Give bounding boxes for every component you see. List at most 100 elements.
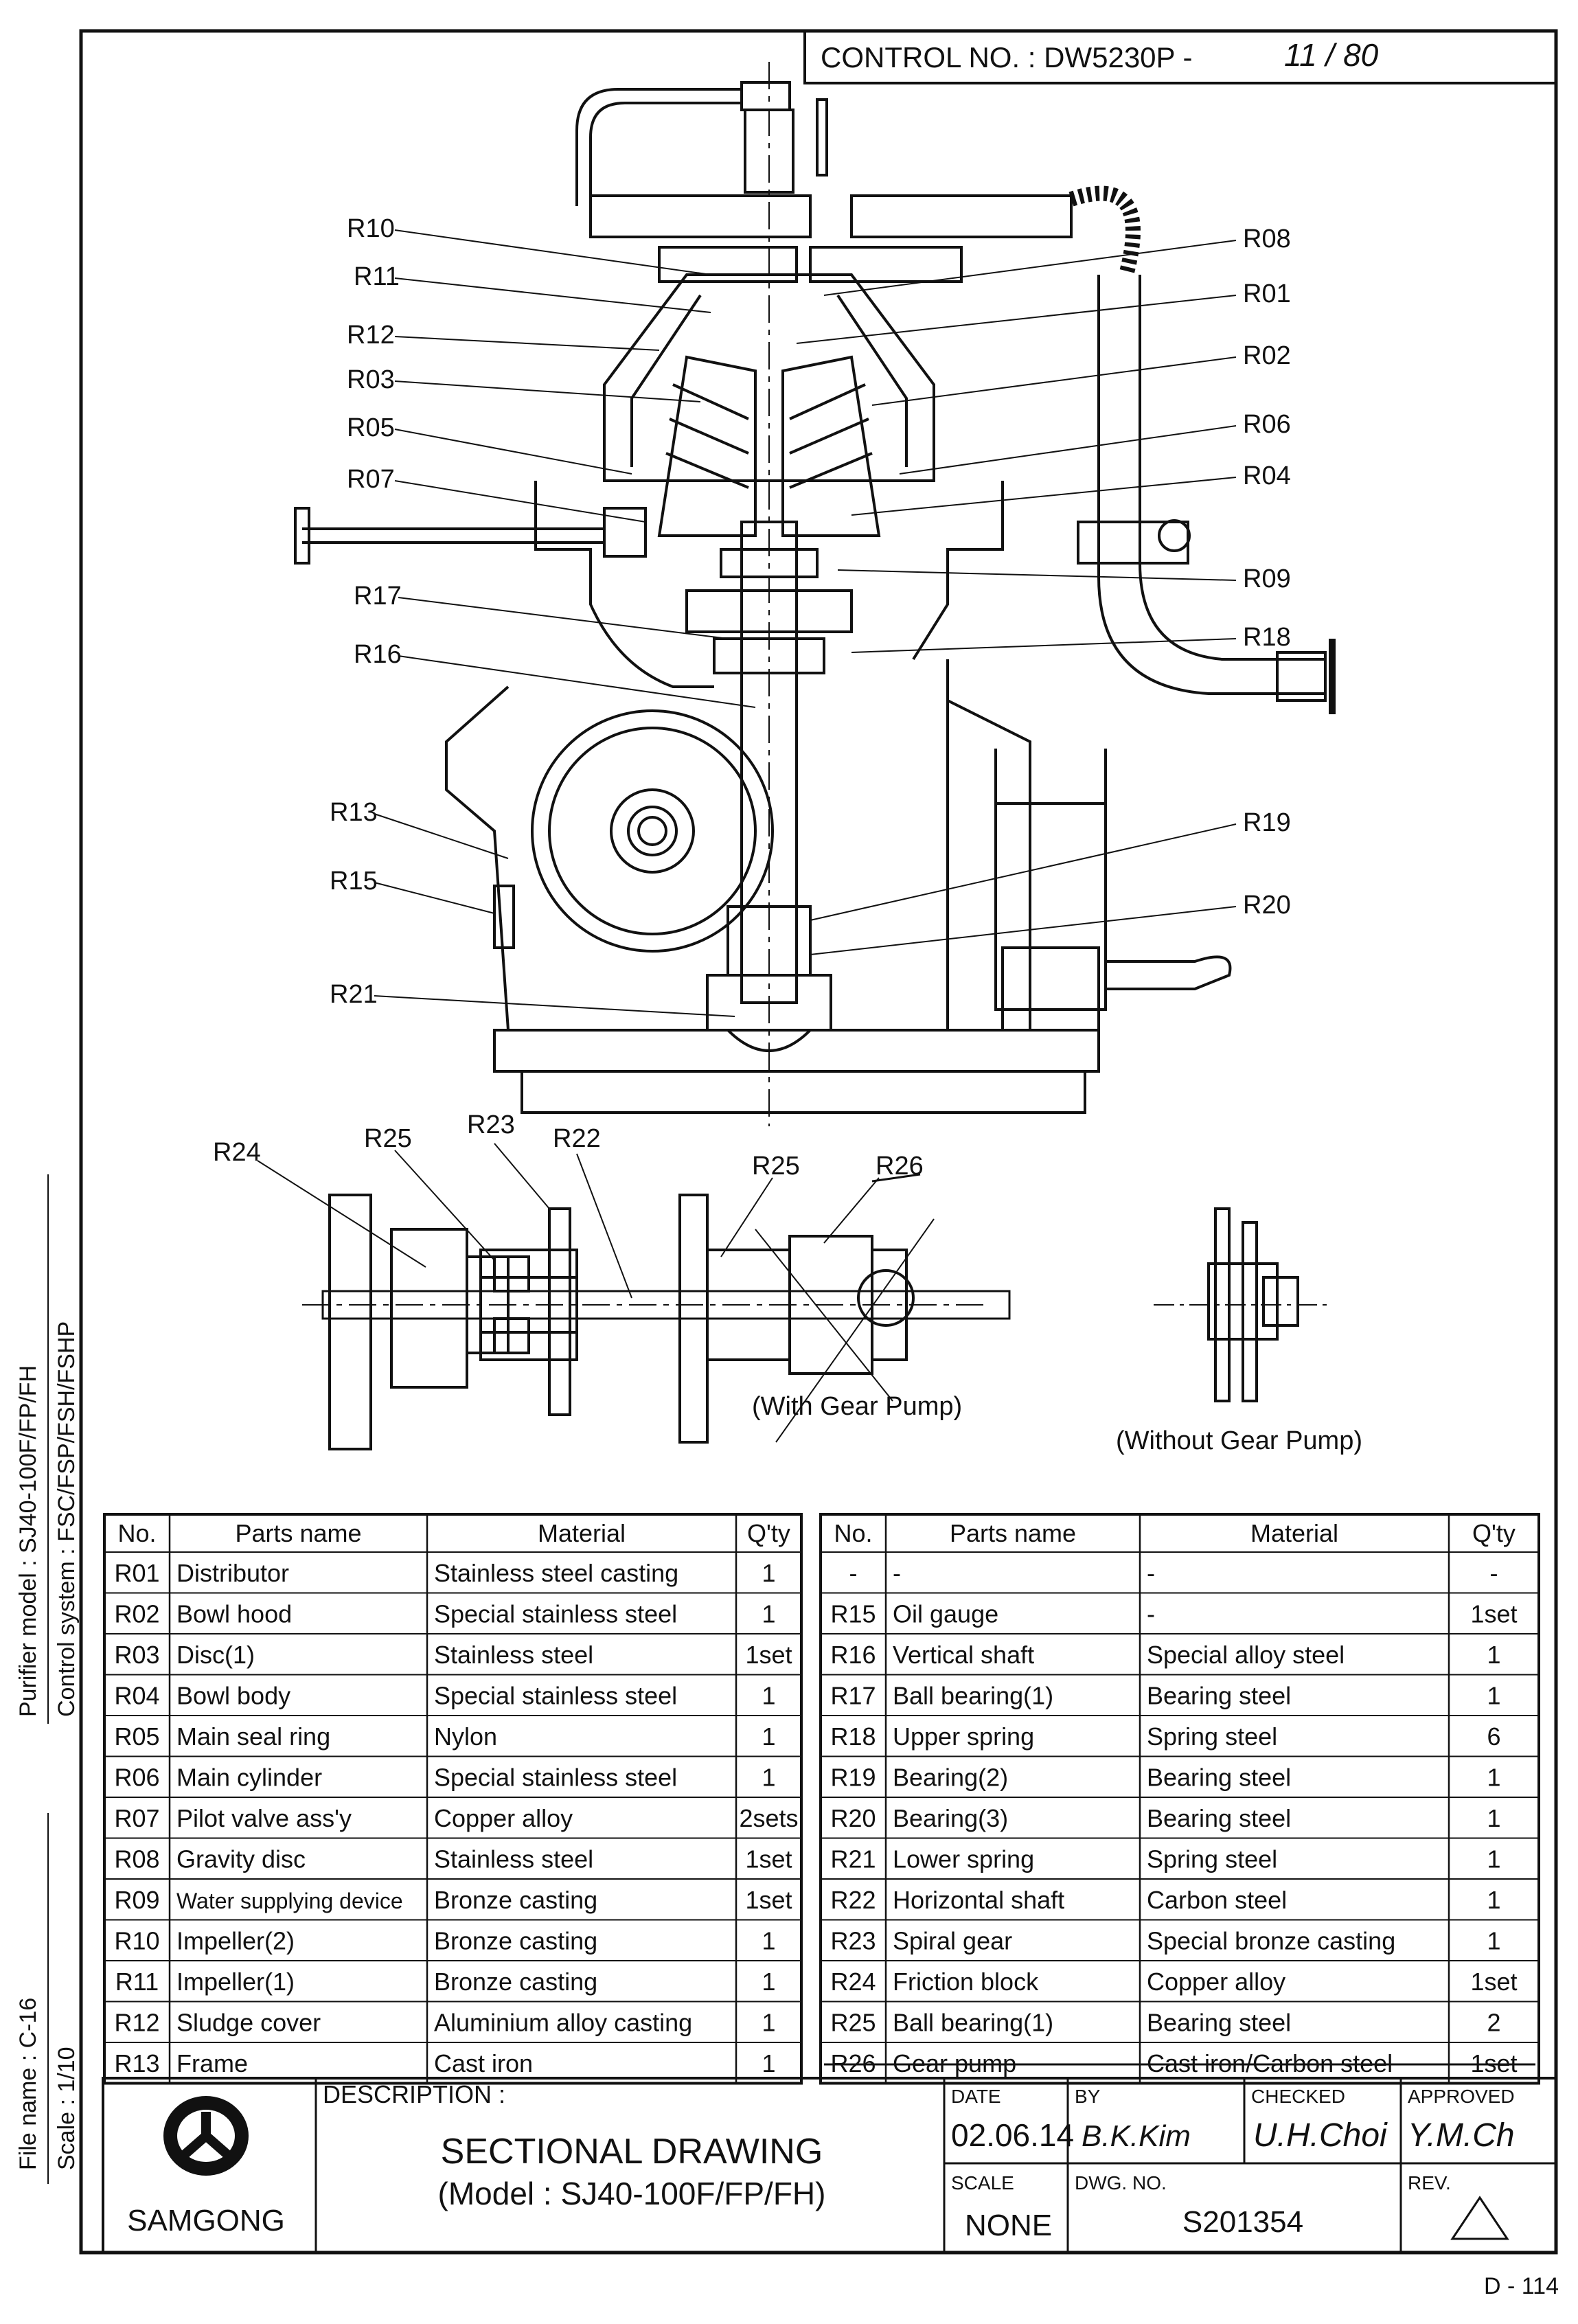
- callout-R06: R06: [1243, 410, 1291, 439]
- callout-R26: R26: [876, 1152, 924, 1181]
- description-label: DESCRIPTION :: [323, 2080, 505, 2108]
- callout-R09: R09: [1243, 565, 1291, 593]
- samgong-logo: SAMGONG: [127, 2096, 285, 2237]
- callout-R12: R12: [347, 321, 395, 350]
- horizontal-shaft-labels: R24 R25 R23 R22 R25 R26 (With Gear Pump): [213, 1110, 962, 1421]
- table-cell: Water supplying device: [176, 1889, 403, 1913]
- scale-text: Scale : 1/10: [54, 2047, 80, 2170]
- table-cell: 2sets: [739, 1804, 798, 1832]
- table-cell: 1: [762, 2049, 775, 2077]
- title-block: SAMGONG DESCRIPTION : SECTIONAL DRAWING …: [102, 2077, 1557, 2254]
- callout-R18: R18: [1243, 623, 1291, 652]
- checked-label: CHECKED: [1251, 2086, 1345, 2107]
- table-cell: 1: [1487, 1886, 1500, 1914]
- table-header-right-2: Material: [1250, 1519, 1338, 1547]
- table-cell: 1: [1487, 1641, 1500, 1669]
- table-cell: R10: [114, 1927, 159, 1955]
- table-cell: Impeller(2): [176, 1927, 295, 1955]
- table-header-left-2: Material: [538, 1519, 626, 1547]
- table-cell: 1: [1487, 1764, 1500, 1792]
- table-cell: R08: [114, 1845, 159, 1873]
- caption-without-gear-pump: (Without Gear Pump): [1116, 1426, 1362, 1455]
- callout-R05: R05: [347, 413, 395, 442]
- table-header-right-1: Parts name: [950, 1519, 1076, 1547]
- callout-R21: R21: [330, 980, 378, 1009]
- table-cell: Stainless steel: [434, 1845, 593, 1873]
- horizontal-shaft-view: [302, 1194, 1011, 1450]
- table-cell: Bearing steel: [1147, 1764, 1291, 1792]
- scale-value: NONE: [965, 2209, 1052, 2242]
- table-cell: R18: [830, 1722, 876, 1751]
- control-system-text: Control system : FSC/FSP/FSH/FSHP: [54, 1321, 80, 1717]
- margin-text: Purifier model : SJ40-100F/FP/FH Control…: [15, 1174, 80, 2184]
- table-cell: Spring steel: [1147, 1722, 1277, 1751]
- callout-R03: R03: [347, 365, 395, 394]
- table-cell: 1: [762, 1927, 775, 1955]
- caption-with-gear-pump: (With Gear Pump): [752, 1392, 962, 1421]
- horizontal-shaft-leaders: [257, 1143, 935, 1443]
- callout-R25-left: R25: [364, 1124, 412, 1153]
- table-cell: R02: [114, 1600, 159, 1628]
- table-cell: 6: [1487, 1722, 1500, 1751]
- callout-R13: R13: [330, 798, 378, 827]
- table-cell: Special bronze casting: [1147, 1927, 1395, 1955]
- purifier-model-text: Purifier model : SJ40-100F/FP/FH: [15, 1365, 41, 1717]
- table-cell: R21: [830, 1845, 876, 1873]
- table-header-left-1: Parts name: [235, 1519, 361, 1547]
- callout-R23: R23: [467, 1110, 515, 1139]
- table-cell: R16: [830, 1641, 876, 1669]
- table-cell: R13: [114, 2049, 159, 2077]
- table-cell: Main seal ring: [176, 1722, 330, 1751]
- date-label: DATE: [951, 2086, 1001, 2107]
- callout-R25-right: R25: [752, 1152, 800, 1181]
- table-cell: Main cylinder: [176, 1764, 322, 1792]
- table-cell: 1set: [745, 1886, 792, 1914]
- callout-R15: R15: [330, 867, 378, 896]
- main-sectional-view: [294, 62, 1336, 1126]
- table-cell: R19: [830, 1764, 876, 1792]
- scale-label: SCALE: [951, 2172, 1014, 2194]
- table-cell: 1set: [745, 1845, 792, 1873]
- table-cell: 1: [762, 2009, 775, 2037]
- table-cell: R20: [830, 1804, 876, 1832]
- table-cell: Bearing(2): [893, 1764, 1008, 1792]
- table-cell: Nylon: [434, 1722, 497, 1751]
- callout-labels: R10 R11 R12 R03 R05 R07 R17 R16 R13 R15 …: [330, 214, 1291, 1009]
- table-cell: R25: [830, 2009, 876, 2037]
- table-cell: R03: [114, 1641, 159, 1669]
- table-cell: Friction block: [893, 1968, 1039, 1996]
- checked-signature: U.H.Choi: [1253, 2117, 1388, 2154]
- callout-R20: R20: [1243, 891, 1291, 920]
- table-cell: R17: [830, 1682, 876, 1710]
- drawing-model: (Model : SJ40-100F/FP/FH): [438, 2176, 826, 2211]
- table-cell: R11: [115, 1968, 159, 1996]
- table-cell: 1: [1487, 1845, 1500, 1873]
- drawing-title: SECTIONAL DRAWING: [441, 2132, 823, 2172]
- table-cell: R07: [114, 1804, 159, 1832]
- table-cell: 1: [762, 1682, 775, 1710]
- table-cell: R12: [114, 2009, 159, 2037]
- table-cell: Horizontal shaft: [893, 1886, 1064, 1914]
- callout-R02: R02: [1243, 341, 1291, 370]
- table-header-left-3: Q'ty: [747, 1519, 790, 1547]
- table-cell: Spiral gear: [893, 1927, 1012, 1955]
- without-pump-view: [1154, 1207, 1332, 1402]
- table-cell: Vertical shaft: [893, 1641, 1034, 1669]
- table-cell: Carbon steel: [1147, 1886, 1287, 1914]
- control-number-box: CONTROL NO. : DW5230P - 11 / 80: [803, 30, 1557, 84]
- table-cell: Impeller(1): [176, 1968, 295, 1996]
- table-cell: Special stainless steel: [434, 1600, 677, 1628]
- table-cell: Special stainless steel: [434, 1682, 677, 1710]
- callout-R10: R10: [347, 214, 395, 243]
- table-header-right-0: No.: [834, 1519, 872, 1547]
- callout-R17: R17: [354, 582, 402, 611]
- page-number: D - 114: [1484, 2273, 1559, 2299]
- callout-R07: R07: [347, 465, 395, 494]
- table-cell: Lower spring: [893, 1845, 1034, 1873]
- table-cell: Oil gauge: [893, 1600, 998, 1628]
- table-cell: -: [1147, 1600, 1155, 1628]
- table-cell: Copper alloy: [1147, 1968, 1285, 1996]
- dwg-no-value: S201354: [1182, 2205, 1303, 2239]
